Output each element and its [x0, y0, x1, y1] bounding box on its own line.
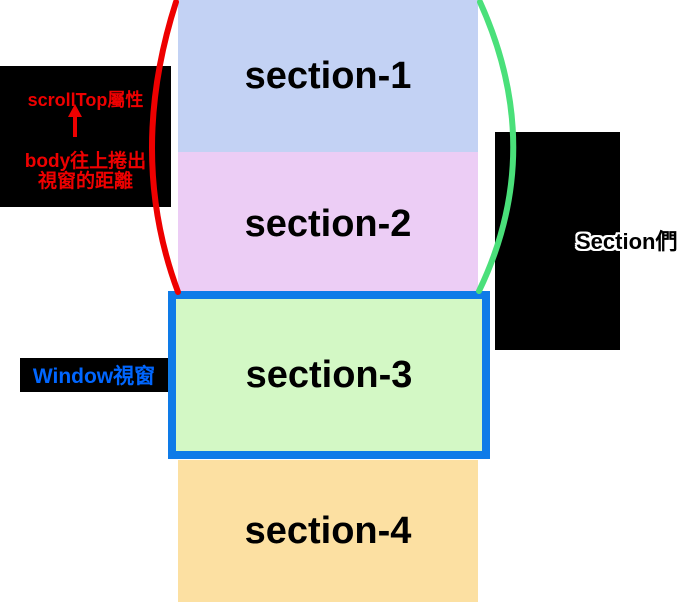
section-2-block: section-2	[178, 152, 478, 296]
window-label-text: Window視窗	[32, 365, 156, 388]
window-label-callout: Window視窗	[20, 358, 168, 392]
scrolltop-explain-line2: 視窗的距離	[37, 171, 133, 192]
scrolltop-property-text: scrollTop屬性	[27, 90, 144, 110]
section-1-label: section-1	[244, 54, 412, 97]
sections-label-text: Section們	[576, 229, 678, 254]
scrolltop-explain-line1: body往上捲出	[24, 151, 147, 172]
section-4-label: section-4	[244, 509, 412, 552]
window-viewport-box: section-3	[168, 291, 490, 459]
section-4-block: section-4	[178, 460, 478, 602]
section-1-block: section-1	[178, 0, 478, 152]
section-3-label: section-3	[245, 353, 413, 396]
section-2-label: section-2	[244, 202, 412, 245]
scrolltop-callout: scrollTop屬性 body往上捲出 視窗的距離	[0, 66, 171, 207]
